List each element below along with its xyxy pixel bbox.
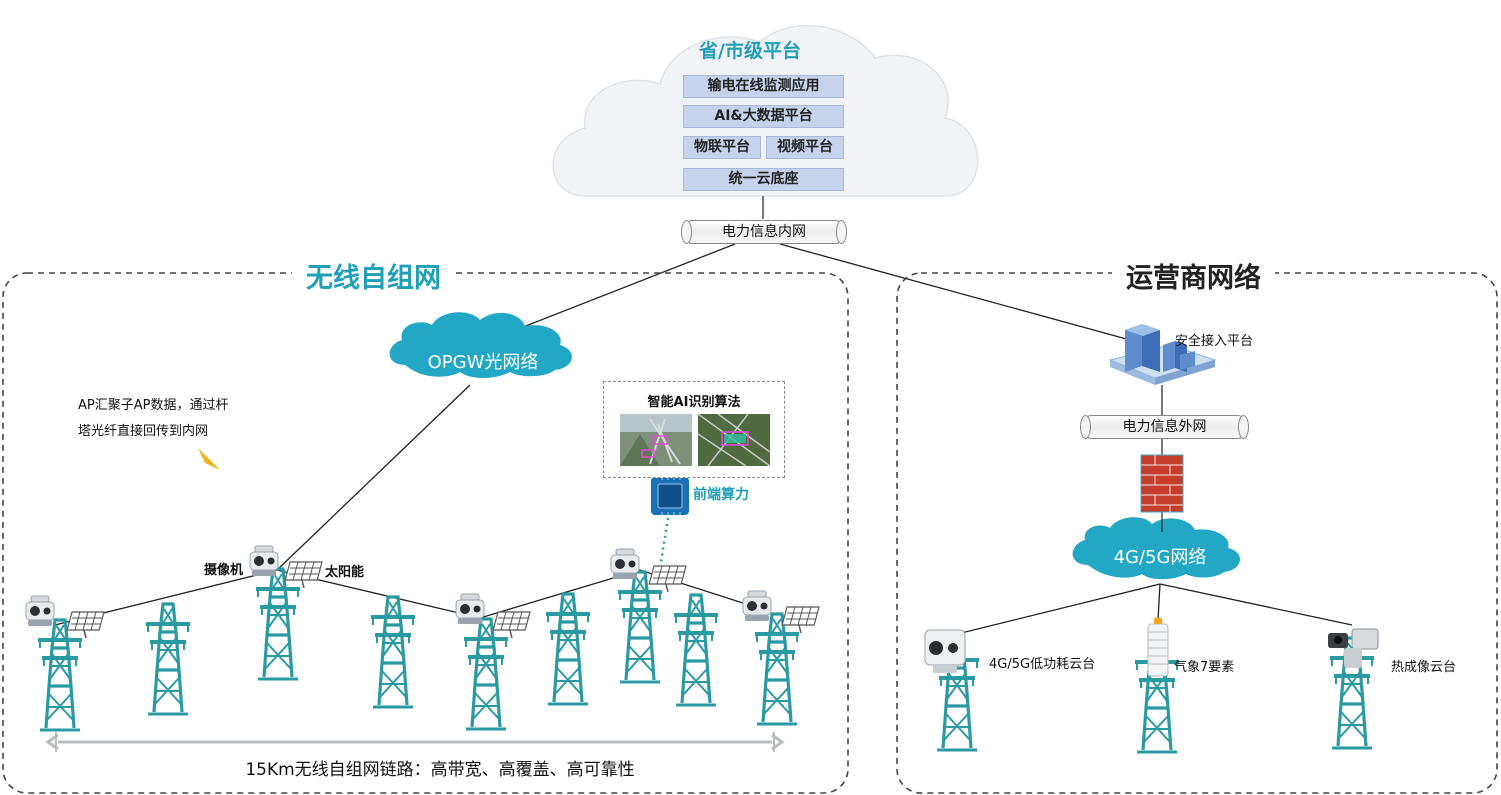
camera-label: 摄像机 [204,563,244,578]
tower-9 [753,612,801,726]
device-thermal-ptz-label: 热成像云台 [1391,660,1457,675]
device-low-power-ptz-label: 4G/5G低功耗云台 [989,657,1096,672]
inspection-photo-2 [698,414,770,466]
solar-5 [781,606,820,634]
layer-transmission-monitoring: 输电在线监测应用 [683,75,844,98]
device-weather-label: 气象7要素 [1174,660,1235,675]
edge-compute-label: 前端算力 [693,487,749,503]
ap-note-line-1: AP汇聚子AP数据，通过杆 [78,398,229,413]
solar-label: 太阳能 [325,565,365,580]
solar-1 [66,611,105,639]
layer-iot-platform: 物联平台 [683,136,761,159]
extranet-pipe: 电力信息外网 [1080,415,1249,439]
intranet-pipe: 电力信息内网 [681,220,847,244]
opgw-cloud-shape [389,312,572,378]
ai-algorithm-title: 智能AI识别算法 [647,395,741,410]
inspection-photo-1 [620,414,692,466]
layer-video-platform: 视频平台 [766,136,844,159]
weather-station-illustration [1147,618,1169,677]
ap-note: AP汇聚子AP数据，通过杆 塔光纤直接回传到内网 [78,393,278,445]
platform-title: 省/市级平台 [699,40,801,62]
wireless-mesh-title: 无线自组网 [292,256,455,295]
ap-note-line-2: 塔光纤直接回传到内网 [78,424,209,439]
camera-3 [455,593,485,625]
cellular-cloud-shape [1072,517,1240,580]
firewall-illustration [1140,454,1184,513]
layer-ai-bigdata: AI&大数据平台 [683,105,844,128]
tower-1 [36,618,84,732]
camera-4 [610,548,640,580]
low-power-ptz-illustration [924,629,966,673]
solar-3 [492,611,531,639]
secure-platform-illustration [1108,324,1217,385]
link-caption: 15Km无线自组网链路：高带宽、高覆盖、高可靠性 [245,760,635,780]
tower-5 [462,617,510,731]
secure-platform-label: 安全接入平台 [1175,334,1254,349]
opgw-label: OPGW光网络 [427,352,539,373]
note-pointer-icon [198,448,220,470]
camera-2 [249,545,279,577]
ai-algorithm-box: 智能AI识别算法 [603,381,785,478]
camera-1 [25,595,55,627]
tower-3 [254,567,302,681]
thermal-ptz-illustration [1328,628,1379,668]
layer-unified-cloud-base: 统一云底座 [683,168,844,191]
cellular-network-label: 4G/5G网络 [1113,547,1207,568]
tower-4 [369,595,417,709]
tower-7 [616,570,664,684]
carrier-network-title: 运营商网络 [1112,256,1275,295]
solar-4 [648,565,687,593]
tower-8 [672,593,720,707]
tower-2 [144,602,192,716]
tower-6 [544,592,592,706]
edge-chip-illustration [651,477,689,515]
solar-2 [284,561,323,589]
distance-arrow [45,732,785,752]
camera-5 [742,590,772,622]
